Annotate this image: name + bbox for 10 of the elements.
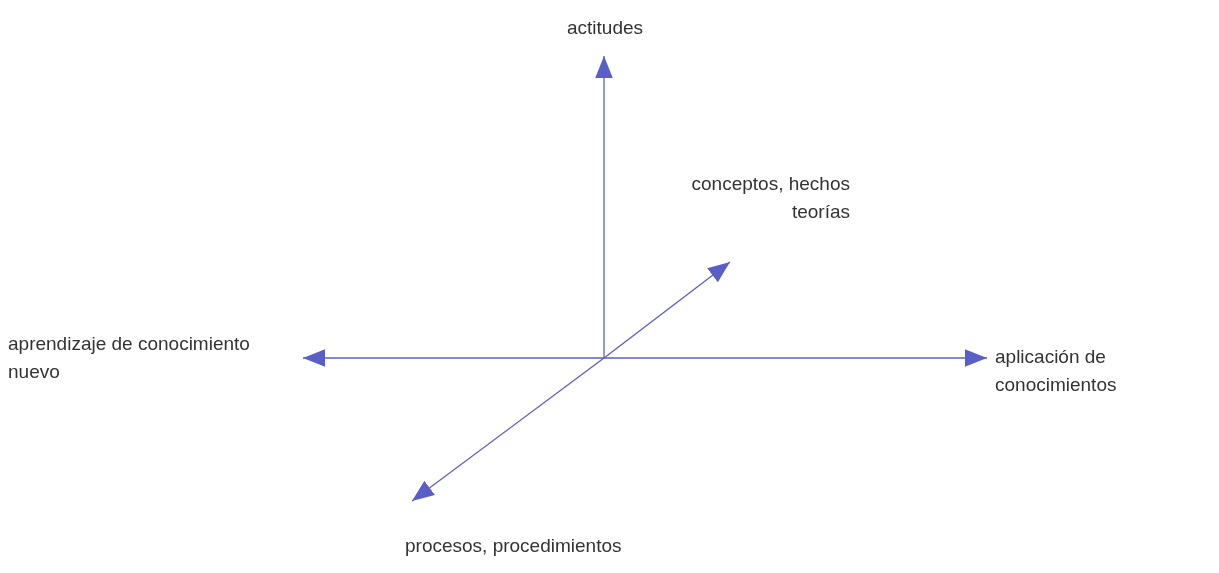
arrow (302, 349, 605, 367)
arrow (595, 55, 613, 359)
axis-label: aplicación de conocimientos (995, 343, 1217, 399)
arrow (603, 349, 988, 367)
arrow (603, 261, 731, 359)
axis-label: procesos, procedimientos (405, 532, 685, 560)
axis-label: actitudes (530, 14, 680, 42)
axis-label: aprendizaje de conocimiento nuevo (8, 330, 303, 386)
arrow (411, 357, 605, 502)
axis-label: conceptos, hechos teorías (690, 170, 850, 226)
